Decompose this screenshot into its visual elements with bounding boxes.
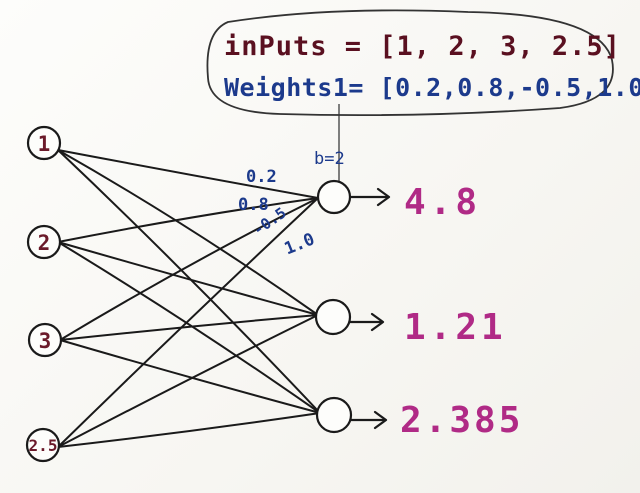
edge-in2-n2 — [57, 241, 319, 316]
weight-label-4: 1.0 — [282, 229, 318, 259]
edge-in2-n3 — [57, 241, 321, 414]
input-node-label: 1 — [38, 132, 51, 156]
output-value-2: 1.21 — [404, 307, 507, 348]
edge-in4-n2 — [57, 314, 319, 448]
bias-label: b=2 — [314, 149, 345, 169]
input-node-label: 2.5 — [29, 436, 58, 455]
edge-in4-n3 — [57, 412, 321, 448]
input-node-4: 2.5 — [25, 427, 61, 463]
output-value-3: 2.385 — [400, 400, 523, 441]
edge-in1-n2 — [57, 149, 319, 316]
output-value-1: 4.8 — [404, 182, 481, 223]
connections — [57, 149, 321, 448]
edge-in2-n1 — [57, 197, 319, 243]
input-node-2: 2 — [26, 224, 62, 260]
edge-in1-n1 — [57, 149, 319, 199]
speech-bubble — [206, 9, 614, 117]
edge-in3-n1 — [59, 197, 319, 341]
input-node-label: 2 — [38, 231, 51, 255]
edge-in3-n3 — [59, 339, 321, 414]
edge-in1-n3 — [57, 149, 321, 414]
neuron-1 — [316, 179, 352, 215]
arrow-right-icon — [348, 312, 385, 332]
input-node-3: 3 — [27, 322, 63, 358]
neuron-2 — [314, 298, 352, 336]
inputs-note-text: inPuts = [1, 2, 3, 2.5] — [224, 31, 621, 62]
edge-in4-n1 — [57, 197, 319, 448]
input-node-label: 3 — [39, 329, 52, 353]
weight-label-2: 0.8 — [238, 195, 269, 215]
neuron-3 — [315, 396, 353, 434]
output-arrows — [348, 187, 391, 430]
weight-label-1: 0.2 — [246, 167, 277, 187]
arrow-right-icon — [348, 187, 391, 207]
arrow-right-icon — [349, 410, 388, 430]
edge-in3-n2 — [59, 314, 319, 341]
weights-note-text: Weights1= [0.2,0.8,-0.5,1.0] — [224, 73, 640, 102]
input-node-1: 1 — [26, 125, 62, 161]
